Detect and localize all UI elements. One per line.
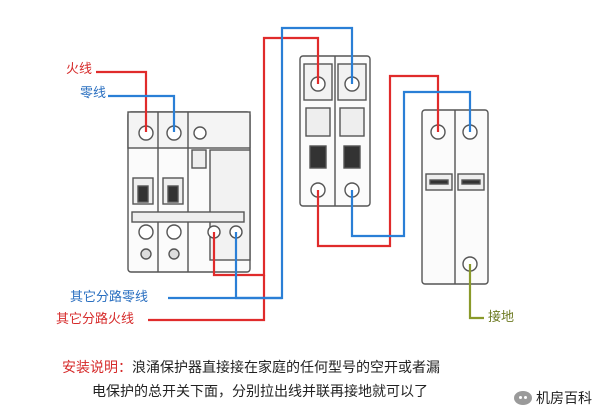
installation-caption: 安装说明：浪涌保护器直接接在家庭的任何型号的空开或者漏 电保护的总开关下面，分别… <box>62 356 532 404</box>
neutral-wire-label: 零线 <box>80 86 107 101</box>
branch-neutral-label: 其它分路零线 <box>70 290 149 305</box>
caption-line-1: 安装说明：浪涌保护器直接接在家庭的任何型号的空开或者漏 <box>62 356 532 380</box>
branch-live-label: 其它分路火线 <box>56 312 135 327</box>
neutral-to-spd-wire <box>350 90 472 238</box>
live-wire-label: 火线 <box>66 62 93 77</box>
caption-line-1-text: 浪涌保护器直接接在家庭的任何型号的空开或者漏 <box>132 360 440 376</box>
surge-protector <box>421 109 489 285</box>
live-input-wire <box>96 70 148 132</box>
main-breaker-rcd <box>127 111 251 273</box>
watermark: 机房百科 <box>514 388 592 408</box>
branch-breaker <box>299 55 371 207</box>
live-to-branch-breaker-wire <box>212 36 320 277</box>
caption-line-2: 电保护的总开关下面，分别拉出线并联再接地就可以了 <box>92 384 428 400</box>
live-to-spd-wire <box>316 74 440 248</box>
wechat-icon <box>514 391 532 405</box>
watermark-text: 机房百科 <box>536 391 592 407</box>
neutral-to-branch-breaker-wire <box>234 26 354 300</box>
ground-label: 接地 <box>488 310 515 325</box>
ground-wire <box>468 264 484 320</box>
caption-heading: 安装说明： <box>62 360 132 376</box>
neutral-input-wire <box>108 94 176 132</box>
branch-live-wire <box>148 275 266 322</box>
